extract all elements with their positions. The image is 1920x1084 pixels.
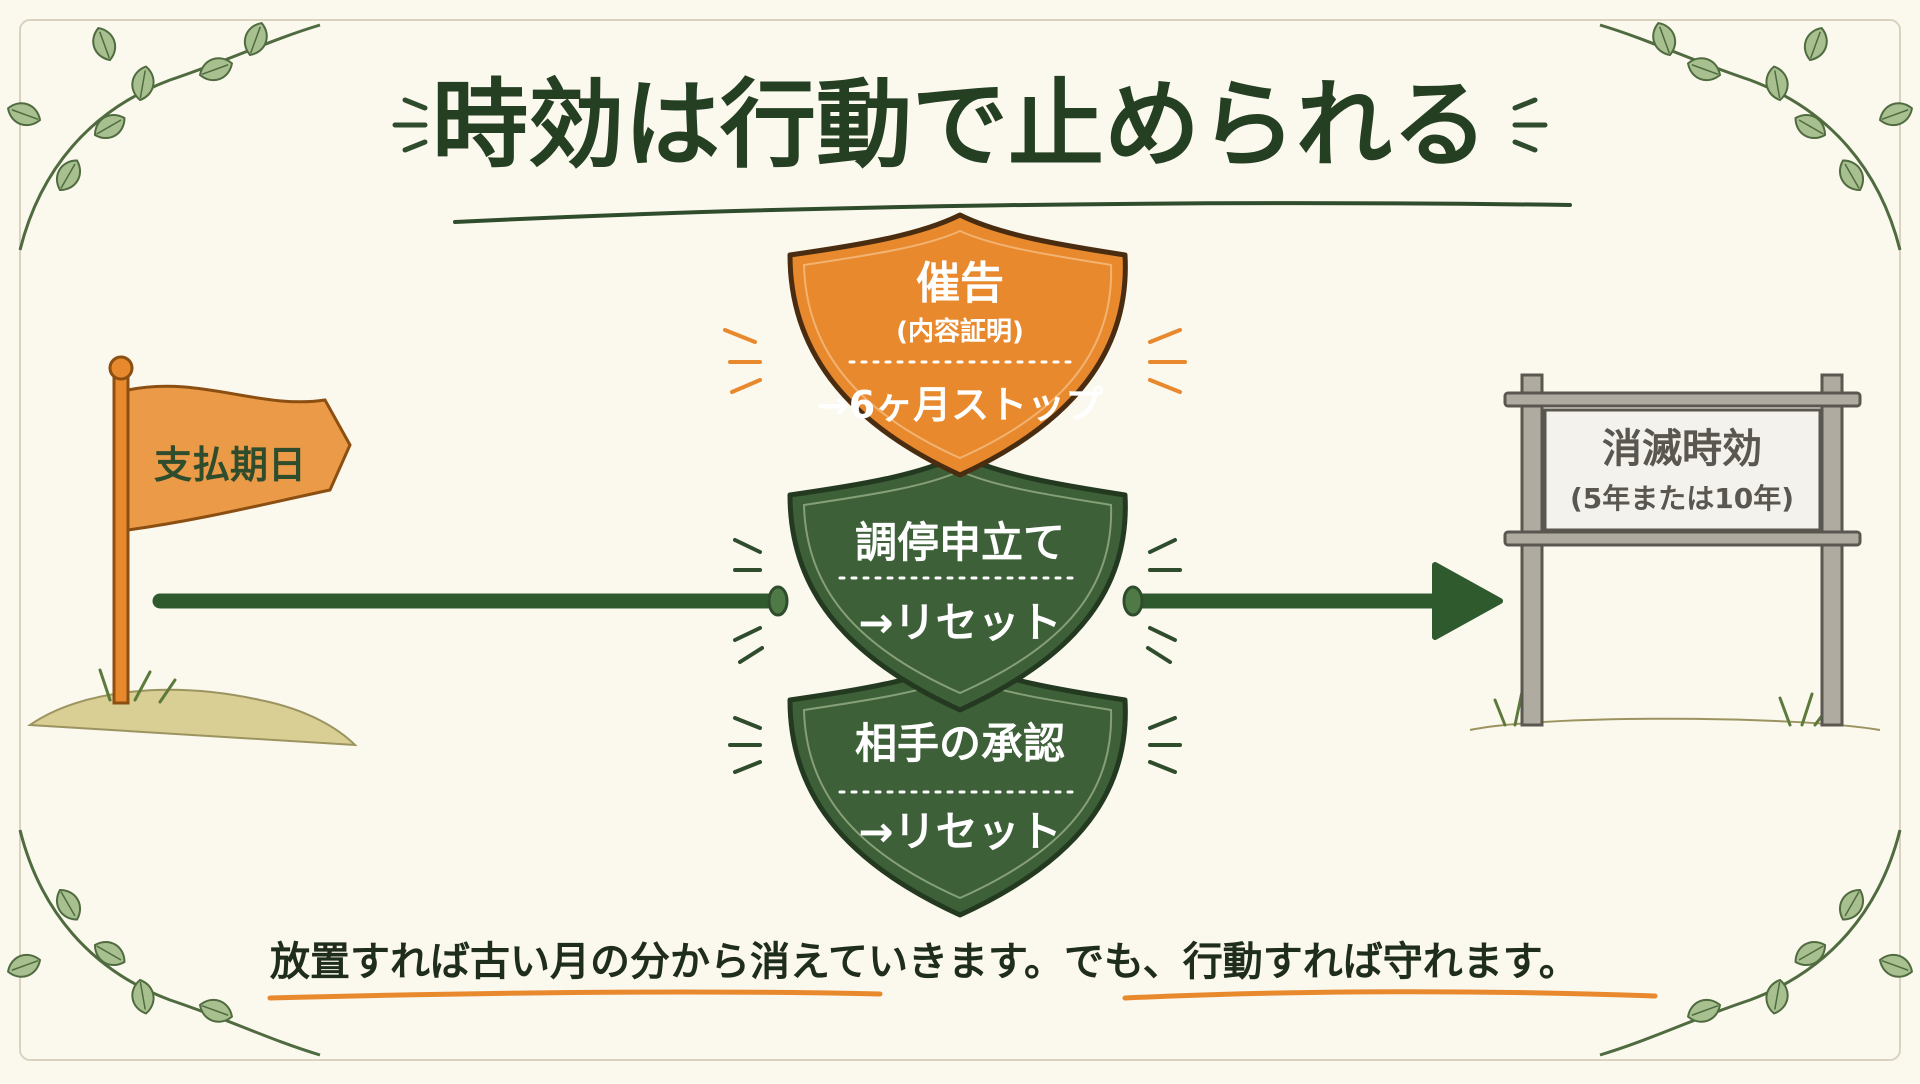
- sparkle-icon-right: [1512, 97, 1548, 153]
- arrow-head-icon: [1432, 562, 1503, 640]
- footer-message: 放置すれば古い月の分から消えていきます。でも、行動すれば守れます。: [267, 939, 1658, 1001]
- flag-cloth: [126, 384, 352, 532]
- shield-shape: [787, 452, 1128, 713]
- sign-post-left: [1520, 373, 1544, 727]
- payment-due-flag: 支払期日: [27, 355, 358, 747]
- page-title: 時効は行動で止められる: [432, 69, 1488, 181]
- flag-pole: [112, 366, 130, 705]
- shield-demand-notice: 催告 (内容証明) →6ヶ月ストップ: [723, 212, 1187, 478]
- vine-decoration-bottom-right: [1599, 829, 1917, 1057]
- shield-result: →6ヶ月ストップ: [817, 383, 1103, 427]
- statute-limitations-signboard: 消滅時効 (5年または10年): [1469, 373, 1881, 731]
- grass-mound: [27, 688, 358, 747]
- sign-subtitle: (5年または10年): [1570, 482, 1794, 515]
- shield-subtitle: (内容証明): [896, 316, 1024, 347]
- vine-decoration-top-right: [1599, 18, 1917, 251]
- footer-underline-left: [267, 989, 883, 1001]
- title-group: 時効は行動で止められる: [392, 69, 1572, 224]
- footer-text: 放置すれば古い月の分から消えていきます。でも、行動すれば守れます。: [270, 939, 1579, 985]
- shield-title: 調停申立て: [855, 518, 1065, 567]
- vine-decoration-bottom-left: [3, 829, 321, 1057]
- footer-underline-right: [1122, 989, 1658, 1001]
- footer-text-part1: 放置すれば古い月の分から消えていきます。: [270, 939, 1064, 985]
- title-underline: [453, 201, 1572, 224]
- timeline-arrow: [152, 562, 1503, 640]
- vine-decoration-top-left: [3, 18, 321, 251]
- shield-title: 相手の承認: [855, 719, 1065, 768]
- sign-title: 消滅時効: [1602, 426, 1762, 472]
- shield-mediation: 調停申立て →リセット: [733, 452, 1182, 713]
- sign-post-right: [1820, 373, 1844, 727]
- flag-pole-knob: [108, 355, 134, 381]
- shield-result: →リセット: [858, 598, 1061, 647]
- page-border: [19, 19, 1901, 1061]
- sign-board: [1543, 408, 1822, 532]
- footer-text-part2: でも、行動すれば守れます。: [1064, 939, 1579, 985]
- sparkle-icon-left: [392, 97, 428, 153]
- flag-label: 支払期日: [154, 443, 306, 487]
- shield-title: 催告: [916, 258, 1004, 309]
- shield-result: →リセット: [858, 807, 1061, 856]
